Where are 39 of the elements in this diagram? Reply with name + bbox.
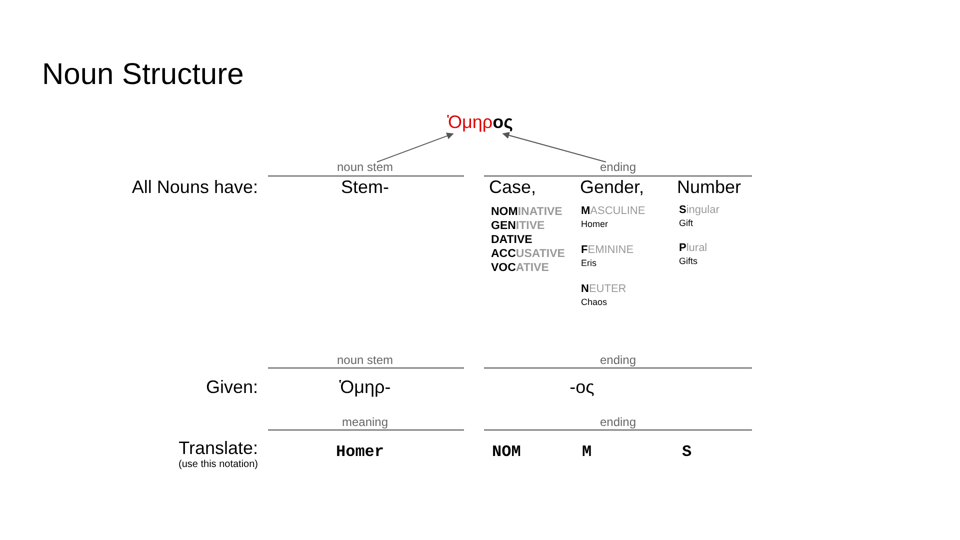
gender-name: MASCULINE — [581, 205, 646, 218]
column-heading: noun stem — [336, 354, 394, 368]
case-name: DATIVE — [491, 234, 532, 248]
example-word: Homer — [581, 219, 608, 230]
category-label: Number — [677, 177, 742, 198]
greek-stem: Ὁμηρ- — [339, 377, 391, 398]
arrow — [376, 132, 454, 162]
column-heading: noun stem — [336, 161, 394, 175]
answer-text: M — [582, 443, 592, 462]
title: Noun Structure — [42, 58, 244, 92]
note: (use this notation) — [178, 459, 258, 470]
row-label: Translate: — [178, 438, 258, 459]
row-label: All Nouns have: — [132, 177, 258, 198]
answer-text: NOM — [492, 443, 521, 462]
gender-name: NEUTER — [581, 283, 626, 296]
greek-word: Ὁμηρος — [447, 112, 513, 133]
row-label: Given: — [206, 377, 258, 398]
case-name: GENITIVE — [491, 220, 545, 234]
column-heading: ending — [600, 161, 636, 175]
column-heading: ending — [600, 354, 636, 368]
number-name: Plural — [679, 242, 708, 255]
answer-text: S — [682, 443, 692, 462]
gender-name: FEMININE — [581, 244, 634, 257]
case-name: NOMINATIVE — [491, 206, 562, 220]
number-name: Singular — [679, 204, 720, 217]
greek-ending: -ος — [570, 377, 594, 398]
category-label: Stem- — [340, 177, 389, 198]
example-word: Eris — [581, 258, 596, 268]
category-label: Case, — [489, 177, 536, 198]
answer-text: Homer — [336, 443, 384, 462]
column-heading: meaning — [342, 416, 388, 430]
case-name: VOCATIVE — [491, 262, 549, 276]
arrow — [502, 132, 606, 162]
category-label: Gender, — [580, 177, 644, 198]
example-word: Gift — [679, 218, 694, 228]
example-word: Gifts — [679, 256, 698, 266]
case-name: ACCUSATIVE — [491, 248, 565, 262]
column-heading: ending — [600, 416, 636, 430]
example-word: Chaos — [581, 297, 608, 308]
